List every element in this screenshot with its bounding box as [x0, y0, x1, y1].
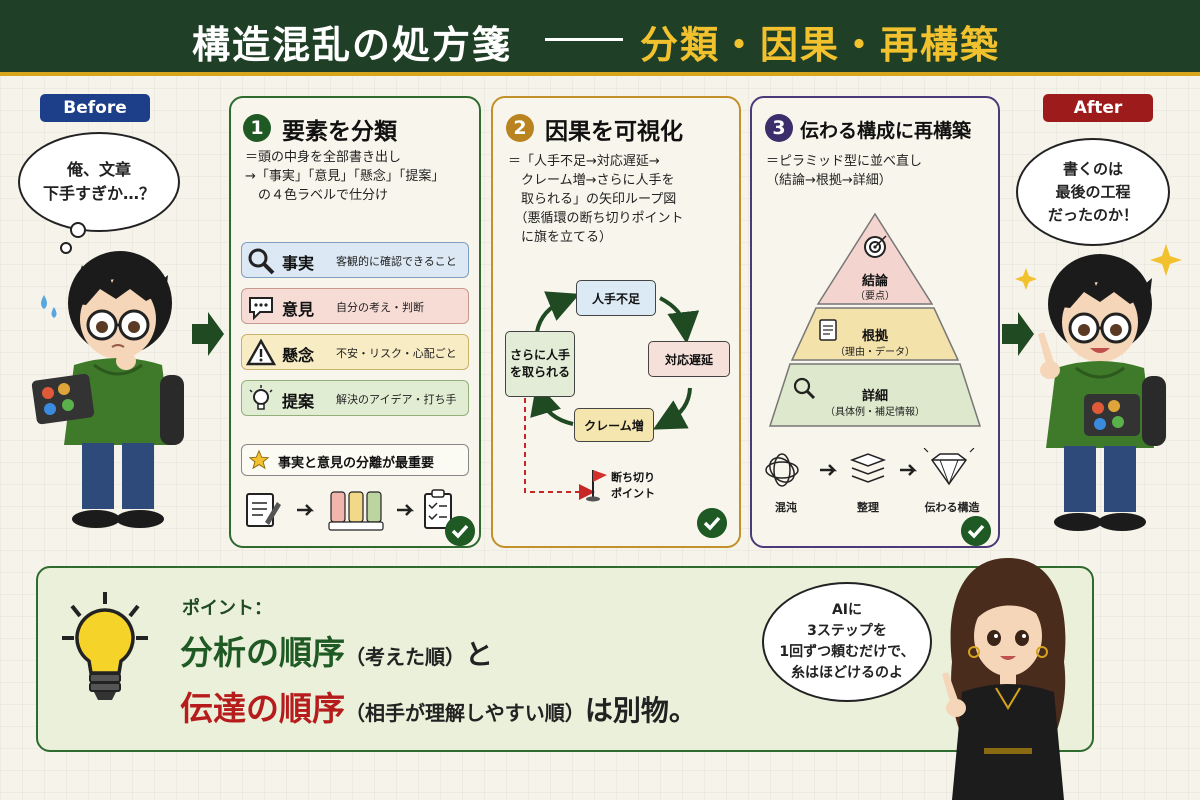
title-dash [545, 38, 623, 41]
pyramid-level-sub: （具体例・補足情報） [825, 407, 925, 418]
pyramid-diagram [768, 212, 982, 427]
after-character-illustration [1015, 244, 1182, 531]
flow-label: 整理 [857, 501, 879, 514]
pyramid-level-sub: （理由・データ） [835, 347, 915, 358]
step1-number: 1 [243, 114, 271, 142]
magnifier-icon [248, 248, 275, 275]
key-point-line1: 分析の順序（考えた順）と [180, 626, 493, 674]
category-desc: 自分の考え・判断 [336, 301, 424, 314]
mentor-speech-line: 1回ずつ頼むだけで、 [779, 644, 915, 660]
key-point-row: 事実と意見の分離が最重要 [241, 444, 469, 476]
step3-title: 伝わる構成に再構築 [800, 120, 972, 142]
category-row-concern: 懸念 不安・リスク・心配ごと [241, 334, 469, 370]
analysis-order-note: （考えた順） [345, 645, 465, 669]
right-arrow-icon [192, 312, 224, 356]
category-desc: 解決のアイデア・打ち手 [336, 393, 457, 406]
category-name: 提案 [282, 392, 315, 411]
flag-label-line: 断ち切り [611, 471, 655, 484]
communication-order-note: （相手が理解しやすい順） [345, 701, 585, 725]
warning-icon [246, 338, 276, 366]
lightbulb-icon [62, 592, 148, 700]
step1-title: 要素を分類 [282, 119, 397, 145]
step2-description: ＝「人手不足→対応遅延→ クレーム増→さらに人手を 取られる」の矢印ループ図 （… [508, 154, 684, 245]
step2-number: 2 [506, 114, 534, 142]
flow-label: 混沌 [775, 501, 797, 514]
category-row-opinion: 意見 自分の考え・判断 [241, 288, 469, 324]
speech-icon [249, 297, 273, 321]
pyramid-level-sub: （要点） [855, 291, 895, 302]
after-speech-bubble: 書くのは最後の工程だったのか！ [1016, 138, 1170, 246]
mentor-speech-line: 3ステップを [807, 623, 887, 639]
loop-node: さらに人手を取られる [505, 331, 575, 397]
loop-node: 対応遅延 [648, 341, 730, 377]
step3-number: 3 [765, 114, 793, 142]
flag-label-line: ポイント [611, 487, 655, 500]
page-title: 構造混乱の処方箋 [192, 23, 513, 67]
line1-tail: と [465, 638, 494, 671]
key-point-text: 事実と意見の分離が最重要 [278, 456, 435, 471]
before-speech-bubble: 俺、文章下手すぎか…？ [18, 132, 180, 232]
before-badge: Before [40, 94, 150, 122]
pyramid-level-label: 詳細 [861, 389, 888, 404]
category-row-fact: 事実 客観的に確認できること [241, 242, 469, 278]
before-speech-line: 下手すぎか…？ [42, 184, 155, 203]
after-badge: After [1043, 94, 1153, 122]
step3-description: ＝ピラミッド型に並べ直し （結論→根拠→詳細） [766, 154, 923, 188]
page-subtitle: 分類・因果・再構築 [640, 23, 1001, 67]
thought-dots [60, 222, 86, 254]
chaos-to-structure-flow [765, 448, 975, 487]
flow-label: 伝わる構造 [924, 501, 980, 514]
communication-order-text: 伝達の順序 [180, 689, 345, 728]
step2-panel [491, 96, 741, 548]
analysis-order-text: 分析の順序 [180, 633, 345, 672]
check-icon [445, 516, 475, 546]
mentor-speech-bubble: AIに 3ステップを 1回ずつ頼むだけで、糸はほどけるのよ [762, 582, 932, 702]
lightbulb-icon [249, 385, 273, 410]
category-name: 事実 [282, 254, 315, 273]
after-speech-line: 書くのは [1062, 159, 1123, 178]
before-speech-line: 俺、文章 [66, 160, 131, 179]
loop-node: クレーム増 [574, 408, 654, 442]
star-icon [248, 449, 270, 470]
right-arrow-icon [1002, 312, 1034, 356]
mentor-speech-line: AIに [831, 602, 863, 618]
mentor-speech-line: 糸はほどけるのよ [791, 665, 903, 681]
category-desc: 不安・リスク・心配ごと [336, 347, 457, 360]
before-character-illustration [31, 251, 184, 528]
step2-title: 因果を可視化 [545, 119, 683, 145]
after-speech-line: だったのか！ [1047, 205, 1138, 224]
category-row-proposal: 提案 解決のアイデア・打ち手 [241, 380, 469, 416]
check-icon [961, 516, 991, 546]
category-desc: 客観的に確認できること [336, 255, 457, 268]
loop-arrows [524, 291, 700, 502]
pyramid-level-label: 根拠 [861, 329, 888, 344]
point-label: ポイント： [182, 598, 272, 619]
key-point-line2: 伝達の順序（相手が理解しやすい順）は別物。 [180, 682, 697, 730]
sorting-flow-illustration [246, 489, 452, 531]
pyramid-level-label: 結論 [861, 274, 888, 289]
step1-description: ＝頭の中身を全部書き出し →「事実」「意見」「懸念」「提案」 の４色ラベルで仕分… [245, 150, 445, 203]
line2-tail: は別物。 [584, 694, 697, 727]
after-speech-line: 最後の工程 [1055, 182, 1131, 201]
category-name: 懸念 [282, 346, 315, 365]
loop-node: 人手不足 [576, 280, 656, 316]
flag-label: 断ち切り ポイント [611, 470, 655, 502]
mentor-character-illustration [942, 558, 1066, 800]
category-name: 意見 [282, 300, 315, 319]
check-icon [697, 508, 727, 538]
